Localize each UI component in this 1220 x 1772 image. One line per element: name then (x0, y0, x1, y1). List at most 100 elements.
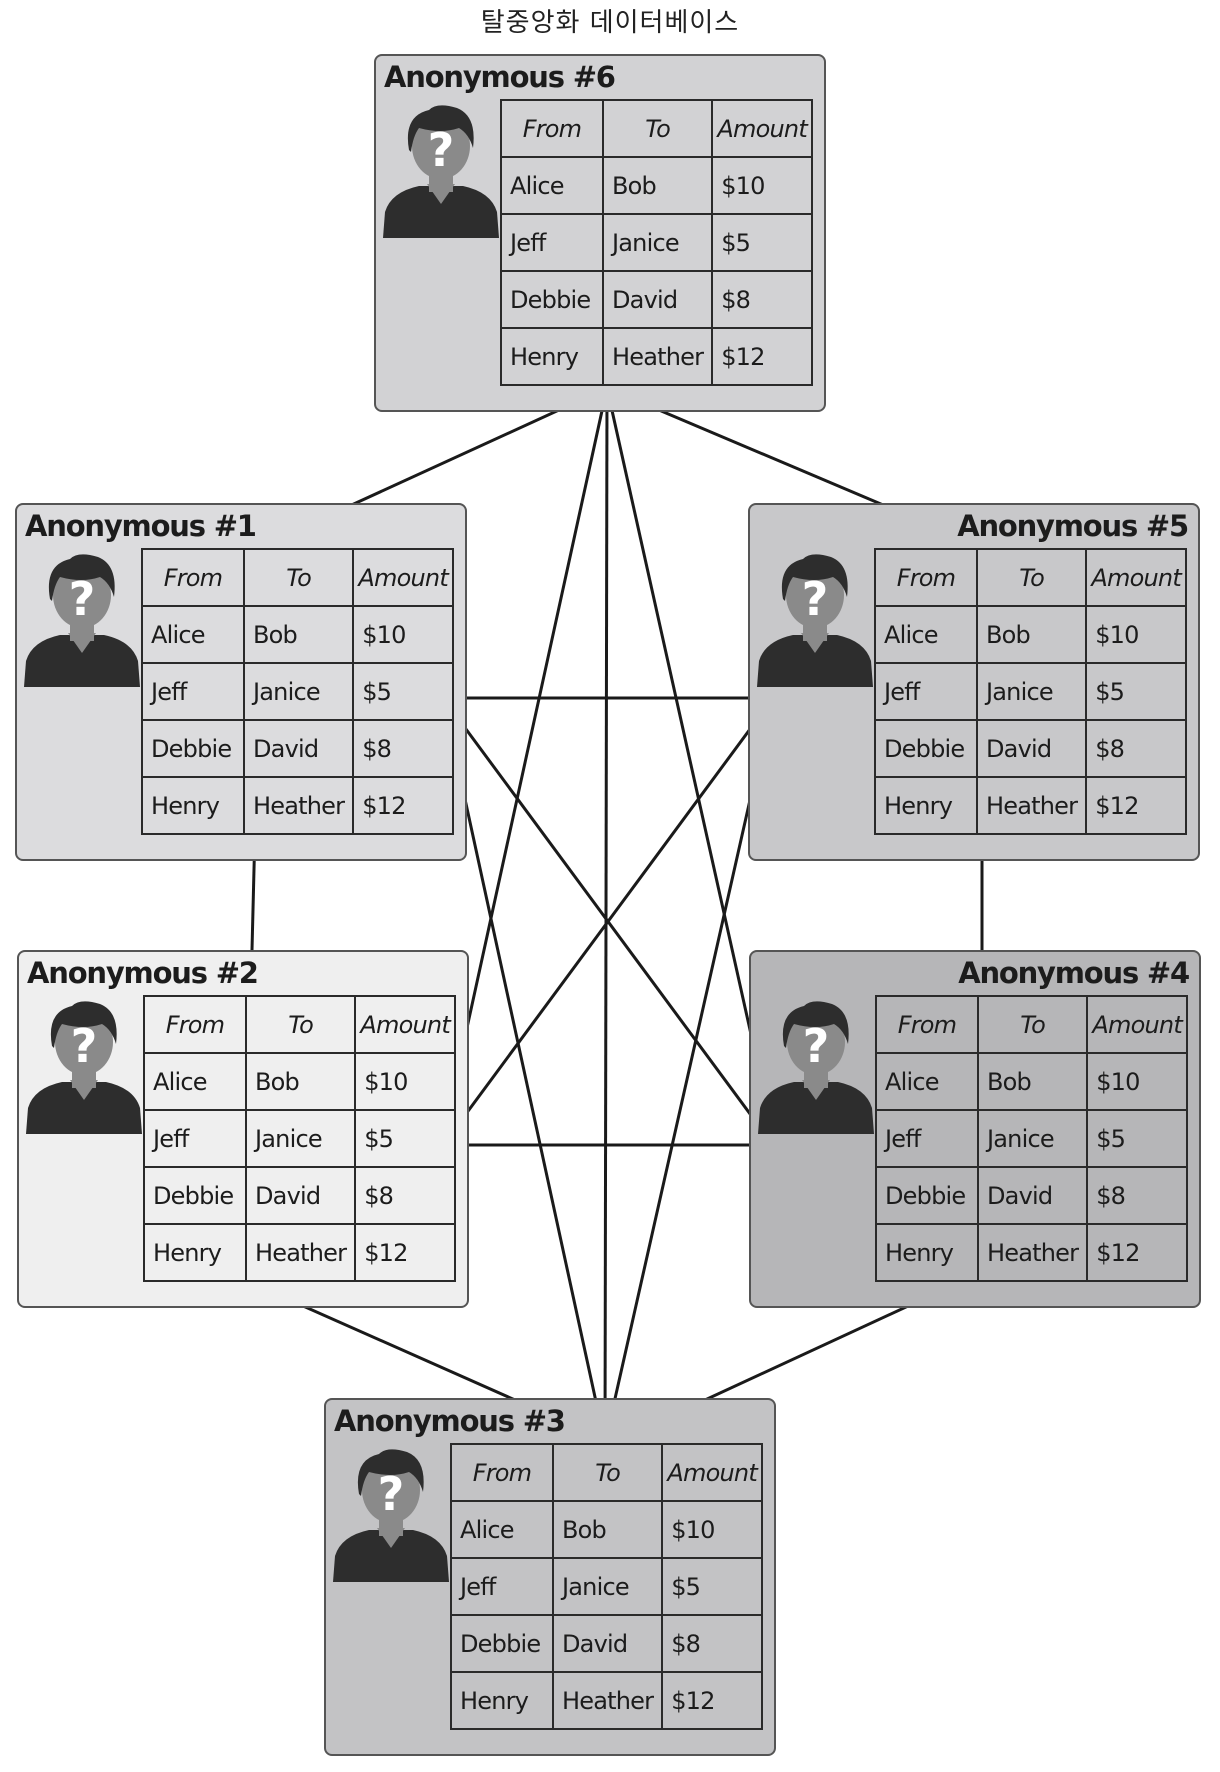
table-cell: $12 (711, 327, 814, 386)
table-cell: $5 (354, 1109, 457, 1168)
table-cell: $8 (352, 719, 455, 778)
connection-line-3 (603, 387, 609, 1444)
table-cell: $12 (1085, 776, 1188, 835)
table-cell: $12 (661, 1671, 764, 1730)
table-cell: Debbie (500, 270, 604, 329)
table-cell: $8 (354, 1166, 457, 1225)
table-cell: Heather (551, 1671, 664, 1730)
node-title: Anonymous #1 (25, 509, 257, 543)
svg-text:?: ? (378, 1467, 405, 1521)
node-title: Anonymous #3 (334, 1404, 566, 1438)
anonymous-person-icon: ? (756, 996, 876, 1136)
diagram-title: 탈중앙화 데이터베이스 (480, 8, 740, 38)
table-cell: Henry (874, 776, 978, 835)
table-cell: Jeff (500, 213, 604, 272)
connection-line-13 (603, 697, 775, 1444)
table-cell: Bob (975, 605, 1088, 664)
table-cell: Heather (601, 327, 714, 386)
table-cell: Henry (875, 1223, 979, 1282)
table-cell: David (601, 270, 714, 329)
table-cell: Jeff (143, 1109, 247, 1168)
svg-text:?: ? (428, 123, 455, 177)
column-header: To (244, 995, 357, 1054)
svg-text:?: ? (802, 572, 829, 626)
table-cell: $10 (354, 1052, 457, 1111)
table-cell: Henry (143, 1223, 247, 1282)
table-cell: Alice (141, 605, 245, 664)
table-cell: Bob (244, 1052, 357, 1111)
table-cell: Heather (976, 1223, 1089, 1282)
table-cell: Alice (874, 605, 978, 664)
table-cell: $5 (352, 662, 455, 721)
table-cell: Debbie (143, 1166, 247, 1225)
column-header: From (143, 995, 247, 1054)
table-cell: $8 (1085, 719, 1188, 778)
table-cell: Debbie (450, 1614, 554, 1673)
svg-text:?: ? (69, 572, 96, 626)
table-cell: Alice (450, 1500, 554, 1559)
anonymous-person-icon: ? (755, 549, 875, 689)
anonymous-person-icon: ? (381, 100, 501, 240)
table-cell: $5 (1086, 1109, 1189, 1168)
table-cell: Janice (601, 213, 714, 272)
table-cell: Alice (875, 1052, 979, 1111)
table-cell: Heather (244, 1223, 357, 1282)
table-cell: David (551, 1614, 664, 1673)
table-cell: Debbie (141, 719, 245, 778)
table-cell: Heather (242, 776, 355, 835)
table-cell: $10 (352, 605, 455, 664)
table-cell: Jeff (450, 1557, 554, 1616)
table-cell: David (242, 719, 355, 778)
table-cell: $5 (1085, 662, 1188, 721)
table-cell: Jeff (875, 1109, 979, 1168)
anonymous-person-icon: ? (331, 1444, 451, 1584)
table-cell: $10 (711, 156, 814, 215)
table-cell: Bob (976, 1052, 1089, 1111)
column-header: To (975, 548, 1088, 607)
table-cell: $10 (1085, 605, 1188, 664)
table-cell: $10 (661, 1500, 764, 1559)
table-cell: Jeff (874, 662, 978, 721)
table-cell: Janice (551, 1557, 664, 1616)
column-header: Amount (661, 1443, 764, 1502)
table-cell: $12 (354, 1223, 457, 1282)
node-title: Anonymous #5 (957, 509, 1189, 543)
column-header: From (141, 548, 245, 607)
table-cell: $8 (1086, 1166, 1189, 1225)
table-cell: David (976, 1166, 1089, 1225)
table-cell: $5 (711, 213, 814, 272)
connection-line-4 (440, 387, 609, 1143)
table-cell: Henry (141, 776, 245, 835)
table-cell: $12 (352, 776, 455, 835)
